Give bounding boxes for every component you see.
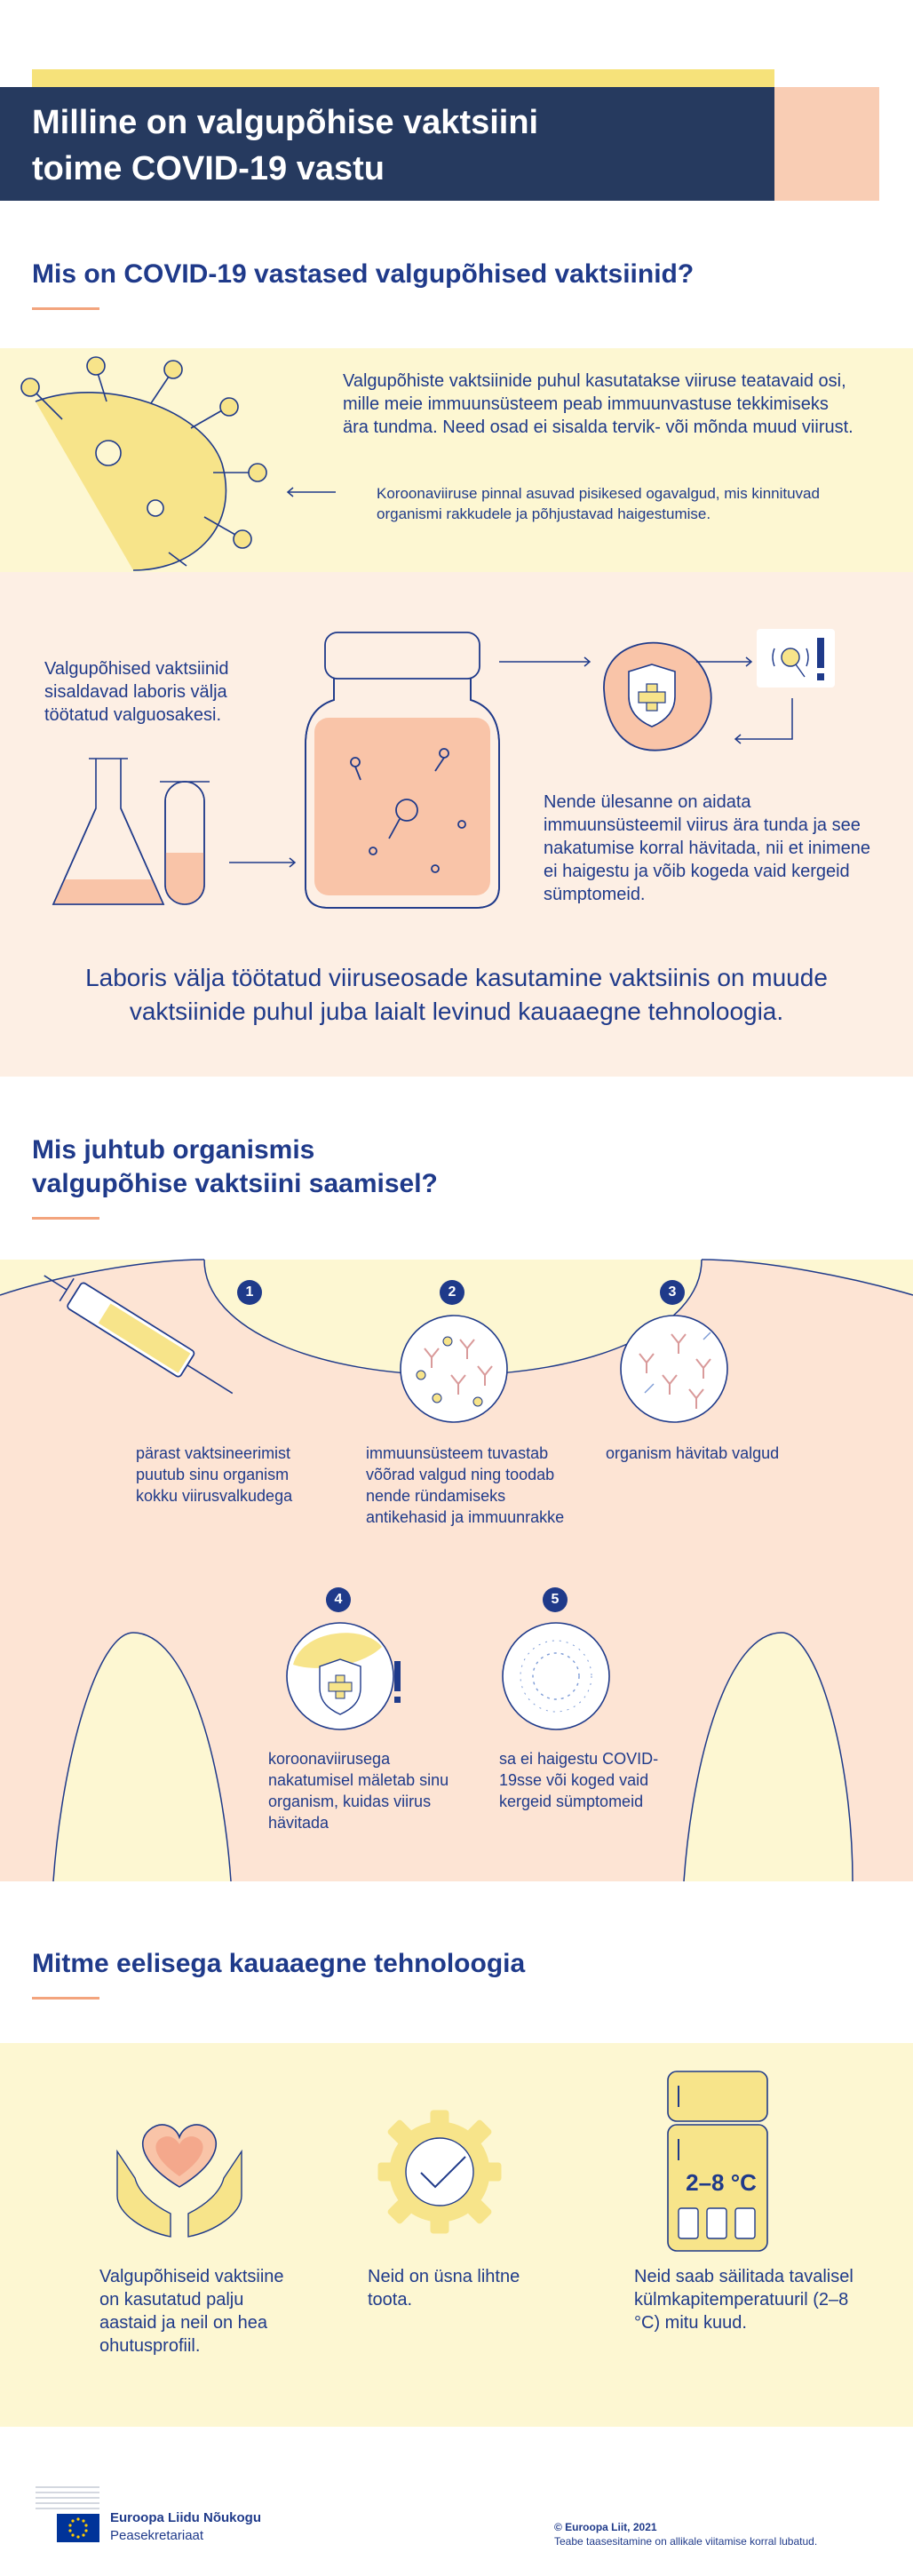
lab-proteins-text: Valgupõhised vaktsiinid sisaldavad labor… [44, 659, 229, 725]
lab-flasks-icon [52, 758, 210, 905]
footer-rights: Teabe taasesitamine on allikale viitamis… [554, 2535, 818, 2548]
gear-check-icon [377, 2110, 502, 2234]
eu-council-logo [36, 2486, 99, 2542]
section2-heading-underline [32, 1217, 99, 1220]
step-1-text: pärast vaktsineerimist puutub sinu organ… [136, 1444, 293, 1505]
footer-org-name: Euroopa Liidu Nõukogu [110, 2510, 261, 2525]
arrow-left-icon [286, 487, 336, 497]
step-number-5: 5 [543, 1587, 568, 1612]
benefit-3-text: Neid saab säilitada tavalisel külmkapite… [634, 2267, 853, 2333]
section1-heading: Mis on COVID-19 vastased valgupõhised va… [32, 259, 695, 289]
step-3-text: organism hävitab valgud [606, 1444, 780, 1462]
healthy-circle-icon [502, 1622, 610, 1730]
step-number-4: 4 [326, 1587, 351, 1612]
step-number-2: 2 [440, 1280, 464, 1305]
section3-heading-underline [32, 1997, 99, 2000]
arrow-right-icon [229, 857, 297, 868]
step-2-text: immuunsüsteem tuvastab võõrad valgud nin… [366, 1444, 565, 1526]
arrow-return-icon [734, 698, 793, 744]
step-number-3: 3 [660, 1280, 685, 1305]
step-number-1: 1 [237, 1280, 262, 1305]
benefit-2-text: Neid on üsna lihtne toota. [368, 2267, 520, 2310]
benefit-1-text: Valgupõhiseid vaktsiine on kasutatud pal… [99, 2267, 284, 2356]
immune-task-text: Nende ülesanne on aidata immuunsüsteemil… [544, 792, 870, 904]
alert-virus-icon [757, 629, 835, 688]
memory-shield-circle-icon [286, 1622, 401, 1730]
section1-heading-underline [32, 307, 99, 310]
header-accent-block [774, 87, 879, 201]
spike-protein-note: Koroonaviiruse pinnal asuvad pisikesed o… [377, 485, 820, 522]
step-5-text: sa ei haigestu COVID-19sse või koged vai… [499, 1750, 659, 1810]
syringe-icon [44, 1275, 234, 1395]
arrow-right-icon-2 [499, 656, 591, 667]
section2-heading-line1: Mis juhtub organismis [32, 1135, 315, 1165]
footer-copyright: © Euroopa Liit, 2021 [554, 2521, 657, 2533]
vaccine-vial-icon [305, 632, 500, 909]
section2-heading-line2: valgupõhise vaktsiini saamisel? [32, 1169, 438, 1198]
header-yellow-bar [32, 69, 774, 87]
coronavirus-illustration-icon [20, 356, 267, 571]
section1-intro-text: Valgupõhiste vaktsiinide puhul kasutatak… [343, 371, 853, 437]
destroyed-proteins-circle-icon [620, 1315, 728, 1423]
fridge-temperature-label: 2–8 °C [686, 2169, 757, 2196]
step-4-text: koroonaviirusega nakatumisel mäletab sin… [268, 1750, 449, 1832]
antibody-circle-icon [400, 1315, 508, 1423]
fridge-icon [667, 2071, 768, 2252]
page-title: Milline on valgupõhise vaktsiini toime C… [32, 99, 742, 192]
page-title-line2: toime COVID-19 vastu [32, 150, 385, 187]
section2-heading: Mis juhtub organismis valgupõhise vaktsi… [32, 1133, 742, 1201]
heart-hands-icon [116, 2124, 242, 2238]
footer-org-sub: Peasekretariaat [110, 2528, 204, 2543]
technology-summary-text: Laboris välja töötatud viiruseosade kasu… [85, 964, 828, 1025]
shield-cell-icon [603, 641, 712, 751]
arrow-right-icon-3 [696, 656, 753, 667]
header-banner [0, 87, 774, 201]
page-title-line1: Milline on valgupõhise vaktsiini [32, 104, 539, 141]
section3-heading: Mitme eelisega kauaaegne tehnoloogia [32, 1949, 526, 1978]
